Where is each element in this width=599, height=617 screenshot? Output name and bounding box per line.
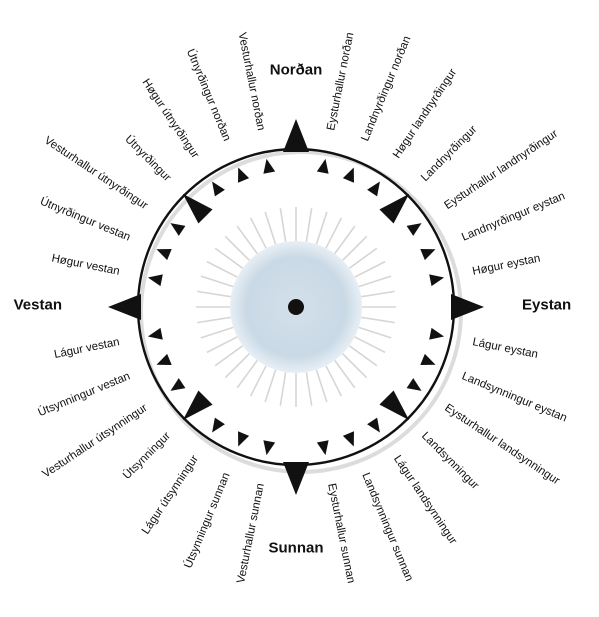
center-ray [334,359,356,389]
minor-pointer [420,249,436,261]
center-ray [342,353,368,379]
direction-label-landnyrdingur-nordan: Landnyrðingur norðan [359,34,413,143]
ordinal-pointer [182,193,213,224]
minor-pointer [420,353,436,365]
minor-pointer [238,167,250,183]
direction-pointers [108,119,484,495]
minor-pointer [406,223,422,236]
direction-label-landsynningur: Landsynningur [419,430,481,492]
minor-pointer [316,158,329,174]
minor-pointer [263,440,276,456]
center-ray [279,372,287,406]
direction-label-lagur-utsynningur: Lágur útsynningur [140,453,201,536]
center-ray [334,225,356,255]
direction-label-eysturhallur-nordan: Eysturhallur norðan [325,31,356,131]
center-ray [206,260,238,278]
direction-label-landsynningur-sunnan: Landsynningur sunnan [359,471,415,583]
center-ray [354,336,386,354]
minor-pointer [212,181,225,197]
minor-pointer [156,249,172,261]
center-ray [305,208,313,242]
center-ray [200,275,234,288]
minor-pointer [238,431,250,447]
cardinal-pointer-sunnan [283,462,309,495]
minor-pointer [147,274,163,287]
cardinal-label-vestan: Vestan [14,297,62,314]
center-ray [315,369,328,403]
center-ray [279,208,287,242]
cardinal-pointer-vestan [108,294,141,320]
minor-pointer [429,327,445,340]
minor-pointer [367,181,380,197]
minor-pointer [156,353,172,365]
center-ray [264,211,277,245]
center-ray [197,290,231,298]
minor-pointer [367,417,380,433]
cardinal-label-eystan: Eystan [522,297,571,314]
cardinal-pointer-eystan [451,294,484,320]
ordinal-pointer [379,193,410,224]
direction-label-utnyrdingur: Útnyrðingur [122,133,173,184]
minor-pointer [170,223,186,236]
center-ray [361,316,395,324]
direction-label-landnyrdingur-eystan: Landnyrðingur eystan [460,190,567,243]
center-ray [214,345,244,367]
center-ray [305,372,313,406]
direction-label-lagur-eystan: Lágur eystan [471,336,539,361]
center-ray [342,235,368,261]
center-ray [249,365,267,397]
minor-pointer [212,417,225,433]
direction-label-utsynningur: Útsynningur [120,429,173,482]
direction-label-hogur-eystan: Høgur eystan [471,253,541,278]
center-ray [348,345,378,367]
direction-label-vesturhallur-nordan: Vesturhallur norðan [236,31,267,131]
minor-pointer [316,440,329,456]
direction-label-eysturhallur-sunnan: Eysturhallur sunnan [325,482,357,584]
direction-label-landsynningur-eystan: Landsynningur eystan [460,370,569,424]
center-rays [196,207,396,407]
center-ray [224,235,250,261]
center-ray [325,217,343,249]
center-ray [358,326,392,339]
direction-label-vesturhallur-sunnan: Vesturhallur sunnan [235,482,267,584]
center-ray [224,353,250,379]
center-ray [236,225,258,255]
minor-pointer [147,327,163,340]
center-ray [249,217,267,249]
direction-label-lagur-vestan: Lágur vestan [53,336,121,361]
center-ray [200,326,234,339]
center-ray [236,359,258,389]
direction-label-utsynningur-vestan: Útsynningur vestan [36,369,132,419]
direction-label-utnyrdingur-vestan: Útnyrðingur vestan [38,195,132,244]
center-pivot-dot [288,299,304,315]
ordinal-pointer [379,390,410,421]
cardinal-label-nordan: Norðan [270,62,323,79]
center-ray [214,247,244,269]
direction-label-utnyrdingur-nordan: Útnyrðingur norðan [184,47,234,143]
direction-label-landnyrdingur: Landnyrðingur [419,123,480,184]
cardinal-label-sunnan: Sunnan [269,540,324,557]
direction-label-hogur-utnyrdingur: Høgur útnyrðingur [140,77,202,161]
center-ray [358,275,392,288]
center-ray [206,336,238,354]
center-ray [197,316,231,324]
ordinal-pointer [182,390,213,421]
center-ray [361,290,395,298]
minor-pointer [429,274,445,287]
center-ray [315,211,328,245]
center-ray [325,365,343,397]
direction-label-utsynningur-sunnan: Útsynningur sunnan [182,471,233,570]
minor-pointer [342,431,354,447]
center-ray [354,260,386,278]
minor-pointer [342,167,354,183]
center-ray [348,247,378,269]
center-ray [264,369,277,403]
direction-label-hogur-vestan: Høgur vestan [51,253,121,278]
minor-pointer [170,378,186,391]
minor-pointer [263,158,276,174]
cardinal-pointer-nordan [283,119,309,152]
minor-pointer [406,378,422,391]
